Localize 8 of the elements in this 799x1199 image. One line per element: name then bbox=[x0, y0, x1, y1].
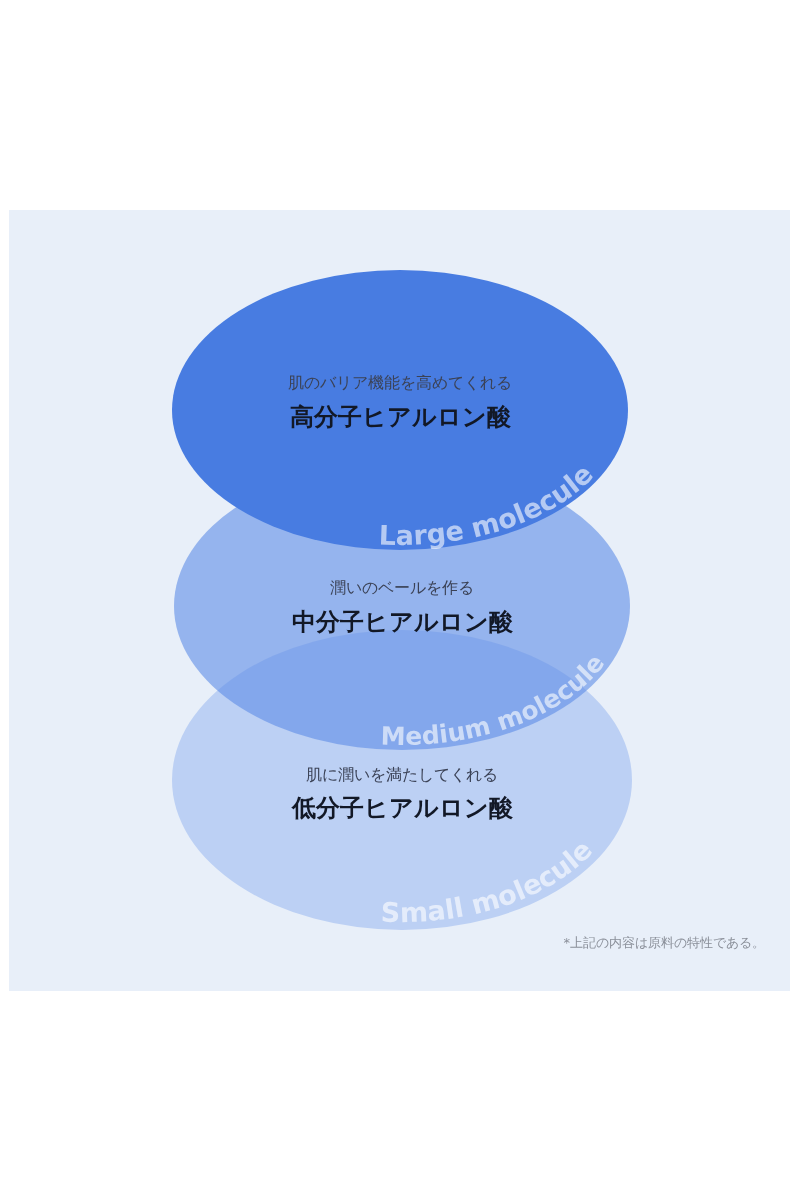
subtitle-text: 潤いのベールを作る bbox=[330, 578, 474, 598]
ellipse-layer bbox=[172, 270, 628, 550]
title-text: 低分子ヒアルロン酸 bbox=[291, 793, 513, 823]
title-text: 高分子ヒアルロン酸 bbox=[289, 402, 511, 432]
subtitle-text: 肌に潤いを満たしてくれる bbox=[306, 765, 498, 785]
footnote: *上記の内容は原料の特性である。 bbox=[563, 934, 765, 952]
subtitle-text: 肌のバリア機能を高めてくれる bbox=[288, 373, 512, 393]
title-text: 中分子ヒアルロン酸 bbox=[291, 607, 513, 637]
